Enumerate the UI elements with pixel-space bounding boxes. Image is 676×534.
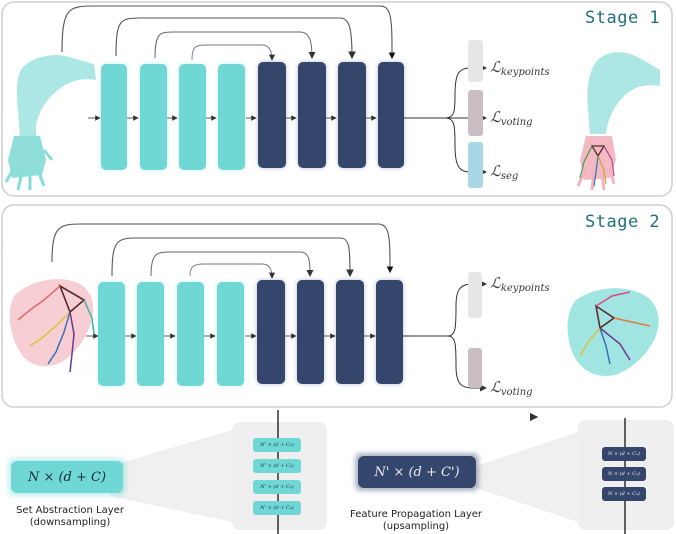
head-keypoints bbox=[468, 40, 483, 82]
encoder-block-1 bbox=[98, 282, 125, 386]
decoder-block-2 bbox=[297, 280, 324, 384]
sa-output-item: N' × (d + C₂) bbox=[253, 459, 301, 473]
fp-caption: Feature Propagation Layer (upsampling) bbox=[350, 509, 482, 532]
head-voting bbox=[468, 90, 483, 136]
encoder-block-2 bbox=[140, 64, 167, 170]
encoder-block-3 bbox=[179, 64, 206, 170]
encoder-block-2 bbox=[137, 282, 164, 386]
sa-caption: Set Abstraction Layer (downsampling) bbox=[16, 505, 124, 528]
loss-seg: ℒseg bbox=[490, 162, 519, 182]
head-seg bbox=[468, 142, 483, 188]
stage1-input-pointcloud bbox=[4, 55, 96, 191]
decoder-block-4 bbox=[378, 62, 404, 168]
sa-output-item: N' × (d + C₄) bbox=[253, 501, 301, 515]
stage2-label: Stage 2 bbox=[585, 212, 661, 232]
encoder-block-4 bbox=[218, 64, 245, 170]
loss-voting: ℒvoting bbox=[490, 378, 533, 398]
decoder-block-1 bbox=[257, 280, 285, 384]
sa-output-item: N' × (d + C₁) bbox=[253, 438, 301, 452]
stage1-label: Stage 1 bbox=[585, 8, 661, 28]
stage2-network bbox=[51, 223, 487, 392]
decoder-block-4 bbox=[376, 280, 403, 384]
sa-layer-box: N × (d + C) bbox=[11, 461, 123, 493]
sa-output-item: N' × (d + C₃) bbox=[253, 480, 301, 494]
head-voting bbox=[468, 348, 482, 388]
encoder-block-1 bbox=[101, 64, 127, 170]
encoder-block-3 bbox=[177, 282, 204, 386]
loss-voting: ℒvoting bbox=[490, 108, 533, 128]
stage1-panel bbox=[1, 1, 673, 197]
stage1-output-pointcloud bbox=[576, 52, 660, 191]
fp-layer-box: N' × (d + C') bbox=[358, 456, 476, 488]
stage2-output-pointcloud bbox=[567, 288, 659, 376]
decoder-block-1 bbox=[258, 62, 286, 168]
loss-keypoints: ℒkeypoints bbox=[490, 274, 550, 294]
decoder-block-3 bbox=[338, 62, 366, 168]
stage2-input-pointcloud bbox=[9, 279, 95, 373]
head-keypoints bbox=[468, 272, 482, 318]
loss-keypoints: ℒkeypoints bbox=[490, 58, 550, 78]
decoder-block-3 bbox=[336, 280, 364, 384]
fp-output-item: N × (d + C₃) bbox=[602, 487, 646, 501]
encoder-block-4 bbox=[217, 282, 244, 386]
fp-output-item: N × (d + C₁) bbox=[602, 447, 646, 461]
stage1-network bbox=[61, 5, 487, 188]
decoder-block-2 bbox=[298, 62, 326, 168]
fp-output-item: N × (d + C₂) bbox=[602, 467, 646, 481]
